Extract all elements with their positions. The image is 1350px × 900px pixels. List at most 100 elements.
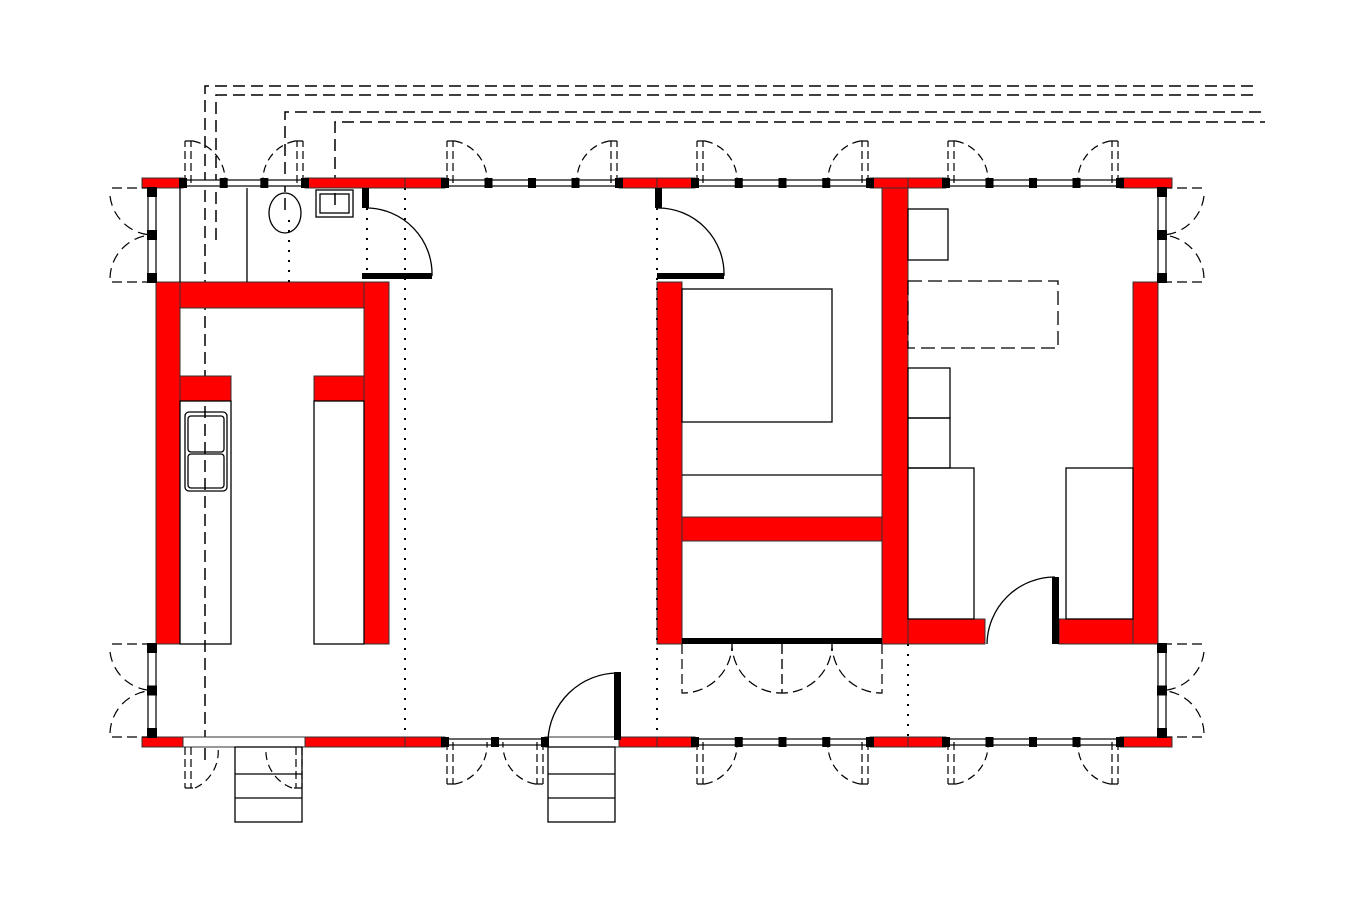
- window-mullion: [1157, 187, 1167, 197]
- window-mullion: [1157, 643, 1167, 653]
- window-mullion: [147, 643, 157, 653]
- window-swing: [109, 689, 153, 734]
- wall-segment: [881, 187, 909, 645]
- door-swing: [547, 672, 618, 741]
- window-mullion: [822, 737, 831, 747]
- window-mullion: [260, 178, 269, 188]
- service-line: [284, 111, 1265, 210]
- stair-opening: [182, 736, 306, 748]
- window-mullion: [942, 178, 950, 188]
- window-sash: [947, 742, 958, 785]
- sink-bowl: [187, 415, 225, 453]
- door-leaf: [1052, 577, 1059, 644]
- wall-segment: [1119, 177, 1173, 189]
- window-swing: [1161, 689, 1205, 734]
- window-mullion: [822, 178, 831, 188]
- door-swing: [366, 207, 433, 277]
- wall-segment: [907, 177, 947, 189]
- window-mullion: [778, 178, 787, 188]
- door-leaf: [614, 672, 621, 740]
- window-mullion: [866, 178, 874, 188]
- window-swing: [827, 741, 861, 785]
- window-swing: [502, 741, 536, 785]
- wall-segment: [656, 281, 683, 645]
- windows: [109, 140, 1205, 789]
- service-line: [204, 85, 1258, 760]
- closet-door-swing: [681, 643, 733, 694]
- stairs: [547, 746, 616, 823]
- window-swing: [1161, 234, 1205, 279]
- window-mullion: [691, 178, 699, 188]
- wall-segment: [141, 736, 184, 748]
- wall-segment: [363, 281, 390, 645]
- window-sash: [858, 742, 869, 785]
- window-sash: [292, 747, 303, 789]
- window-mullion: [1116, 737, 1124, 747]
- wall-segment: [179, 281, 365, 309]
- closet-door-swing: [731, 643, 783, 694]
- kitchen-counter-left: [179, 400, 232, 645]
- door-swing: [986, 576, 1056, 645]
- window-sash: [1108, 140, 1119, 183]
- window-sash: [696, 742, 707, 785]
- window-swing: [265, 746, 293, 789]
- cabinet: [907, 417, 951, 469]
- window-sash: [607, 140, 618, 183]
- cabinet: [1065, 467, 1134, 620]
- door-leaf: [362, 188, 369, 208]
- window-swing: [704, 741, 738, 785]
- window-mullion: [734, 178, 743, 188]
- window-mullion: [1029, 737, 1037, 747]
- door-leaf: [657, 273, 724, 279]
- window-swing: [1077, 140, 1111, 184]
- wall-segment: [304, 177, 406, 189]
- window-swing: [1161, 651, 1205, 692]
- wall-segment: [618, 736, 658, 748]
- wall-segment: [404, 736, 446, 748]
- toilet-icon: [268, 192, 302, 234]
- table: [907, 280, 1059, 349]
- wall-segment: [304, 736, 406, 748]
- window-swing: [109, 195, 153, 236]
- door-leaf: [362, 273, 432, 279]
- closet-door-swing: [781, 643, 833, 694]
- wall-segment: [1132, 281, 1159, 645]
- service-line: [334, 121, 1265, 205]
- wall-segment: [1119, 736, 1173, 748]
- service-lines: [204, 85, 1265, 760]
- closet-door-track: [682, 638, 882, 644]
- wall-segment: [656, 177, 696, 189]
- window-mullion: [441, 178, 449, 188]
- counter-top: [179, 375, 232, 402]
- sink-icon: [184, 411, 228, 492]
- window-mullion: [985, 737, 994, 747]
- window-mullion: [615, 178, 623, 188]
- window-swing: [454, 140, 488, 184]
- walls: [141, 177, 1173, 748]
- wall-segment: [907, 618, 986, 645]
- window-mullion: [491, 737, 499, 747]
- window-mullion: [1157, 728, 1167, 738]
- wall-segment: [869, 736, 909, 748]
- window-sash: [696, 140, 707, 183]
- wall-segment: [404, 177, 446, 189]
- window-mullion: [441, 737, 449, 747]
- bed: [681, 288, 833, 423]
- wall-segment: [656, 736, 696, 748]
- window-mullion: [179, 178, 187, 188]
- window-swing: [262, 140, 296, 184]
- wall-segment: [907, 736, 947, 748]
- cabinet: [907, 208, 949, 261]
- cabinet: [907, 467, 975, 620]
- window-swing: [1161, 195, 1205, 236]
- doors: [362, 188, 1059, 741]
- window-mullion: [1157, 273, 1167, 283]
- basin-bowl: [319, 193, 350, 214]
- window-mullion: [942, 737, 950, 747]
- window-swing: [109, 651, 153, 692]
- window-mullion: [1072, 737, 1081, 747]
- wall-segment: [618, 177, 658, 189]
- window-mullion: [571, 178, 580, 188]
- window-swing: [827, 140, 861, 184]
- window-mullion: [528, 178, 536, 188]
